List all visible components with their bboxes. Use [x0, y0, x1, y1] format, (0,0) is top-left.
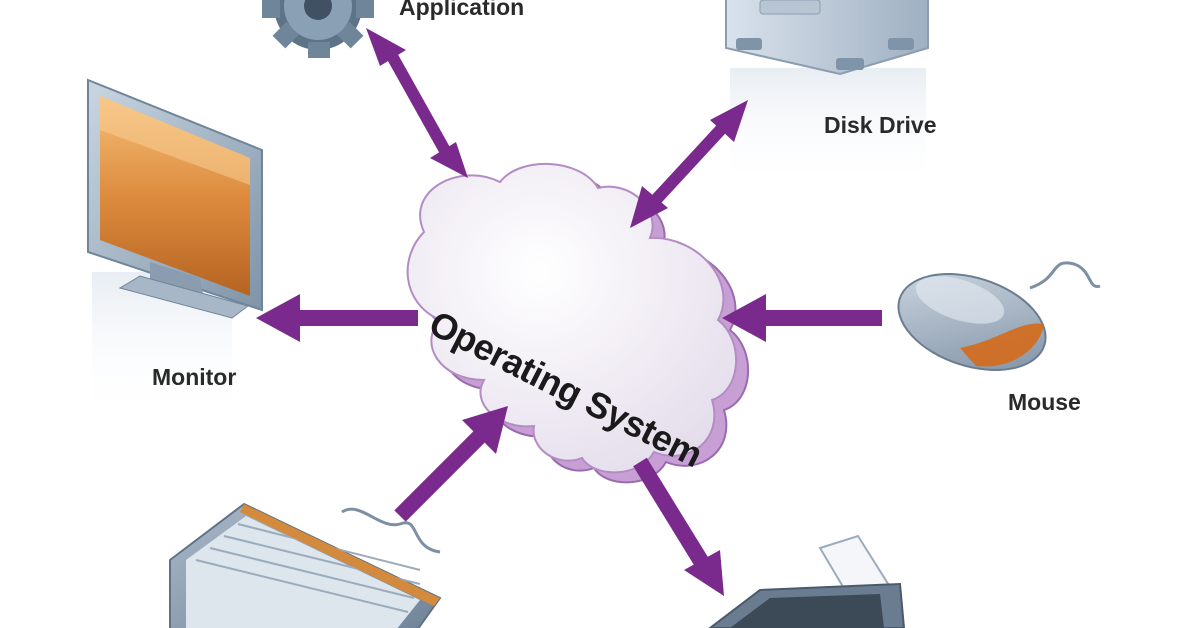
- mouse-icon: [897, 261, 1101, 371]
- arrow-disk-drive: [630, 100, 748, 228]
- arrows: [256, 28, 882, 596]
- keyboard-icon: [169, 502, 442, 628]
- gear-icon: [262, 0, 374, 58]
- printer-icon: [708, 534, 906, 628]
- monitor-icon: [87, 78, 263, 422]
- application-label: Application: [399, 0, 525, 20]
- arrow-monitor: [256, 294, 418, 342]
- mouse-label: Mouse: [1008, 389, 1081, 415]
- arrow-mouse: [722, 294, 882, 342]
- arrow-application: [366, 28, 468, 178]
- disk-drive-icon: [725, 0, 929, 188]
- arrow-printer: [633, 457, 724, 596]
- monitor-label: Monitor: [152, 364, 237, 390]
- disk-drive-label: Disk Drive: [824, 112, 937, 138]
- os-cloud: [406, 163, 750, 484]
- arrow-keyboard: [394, 406, 508, 522]
